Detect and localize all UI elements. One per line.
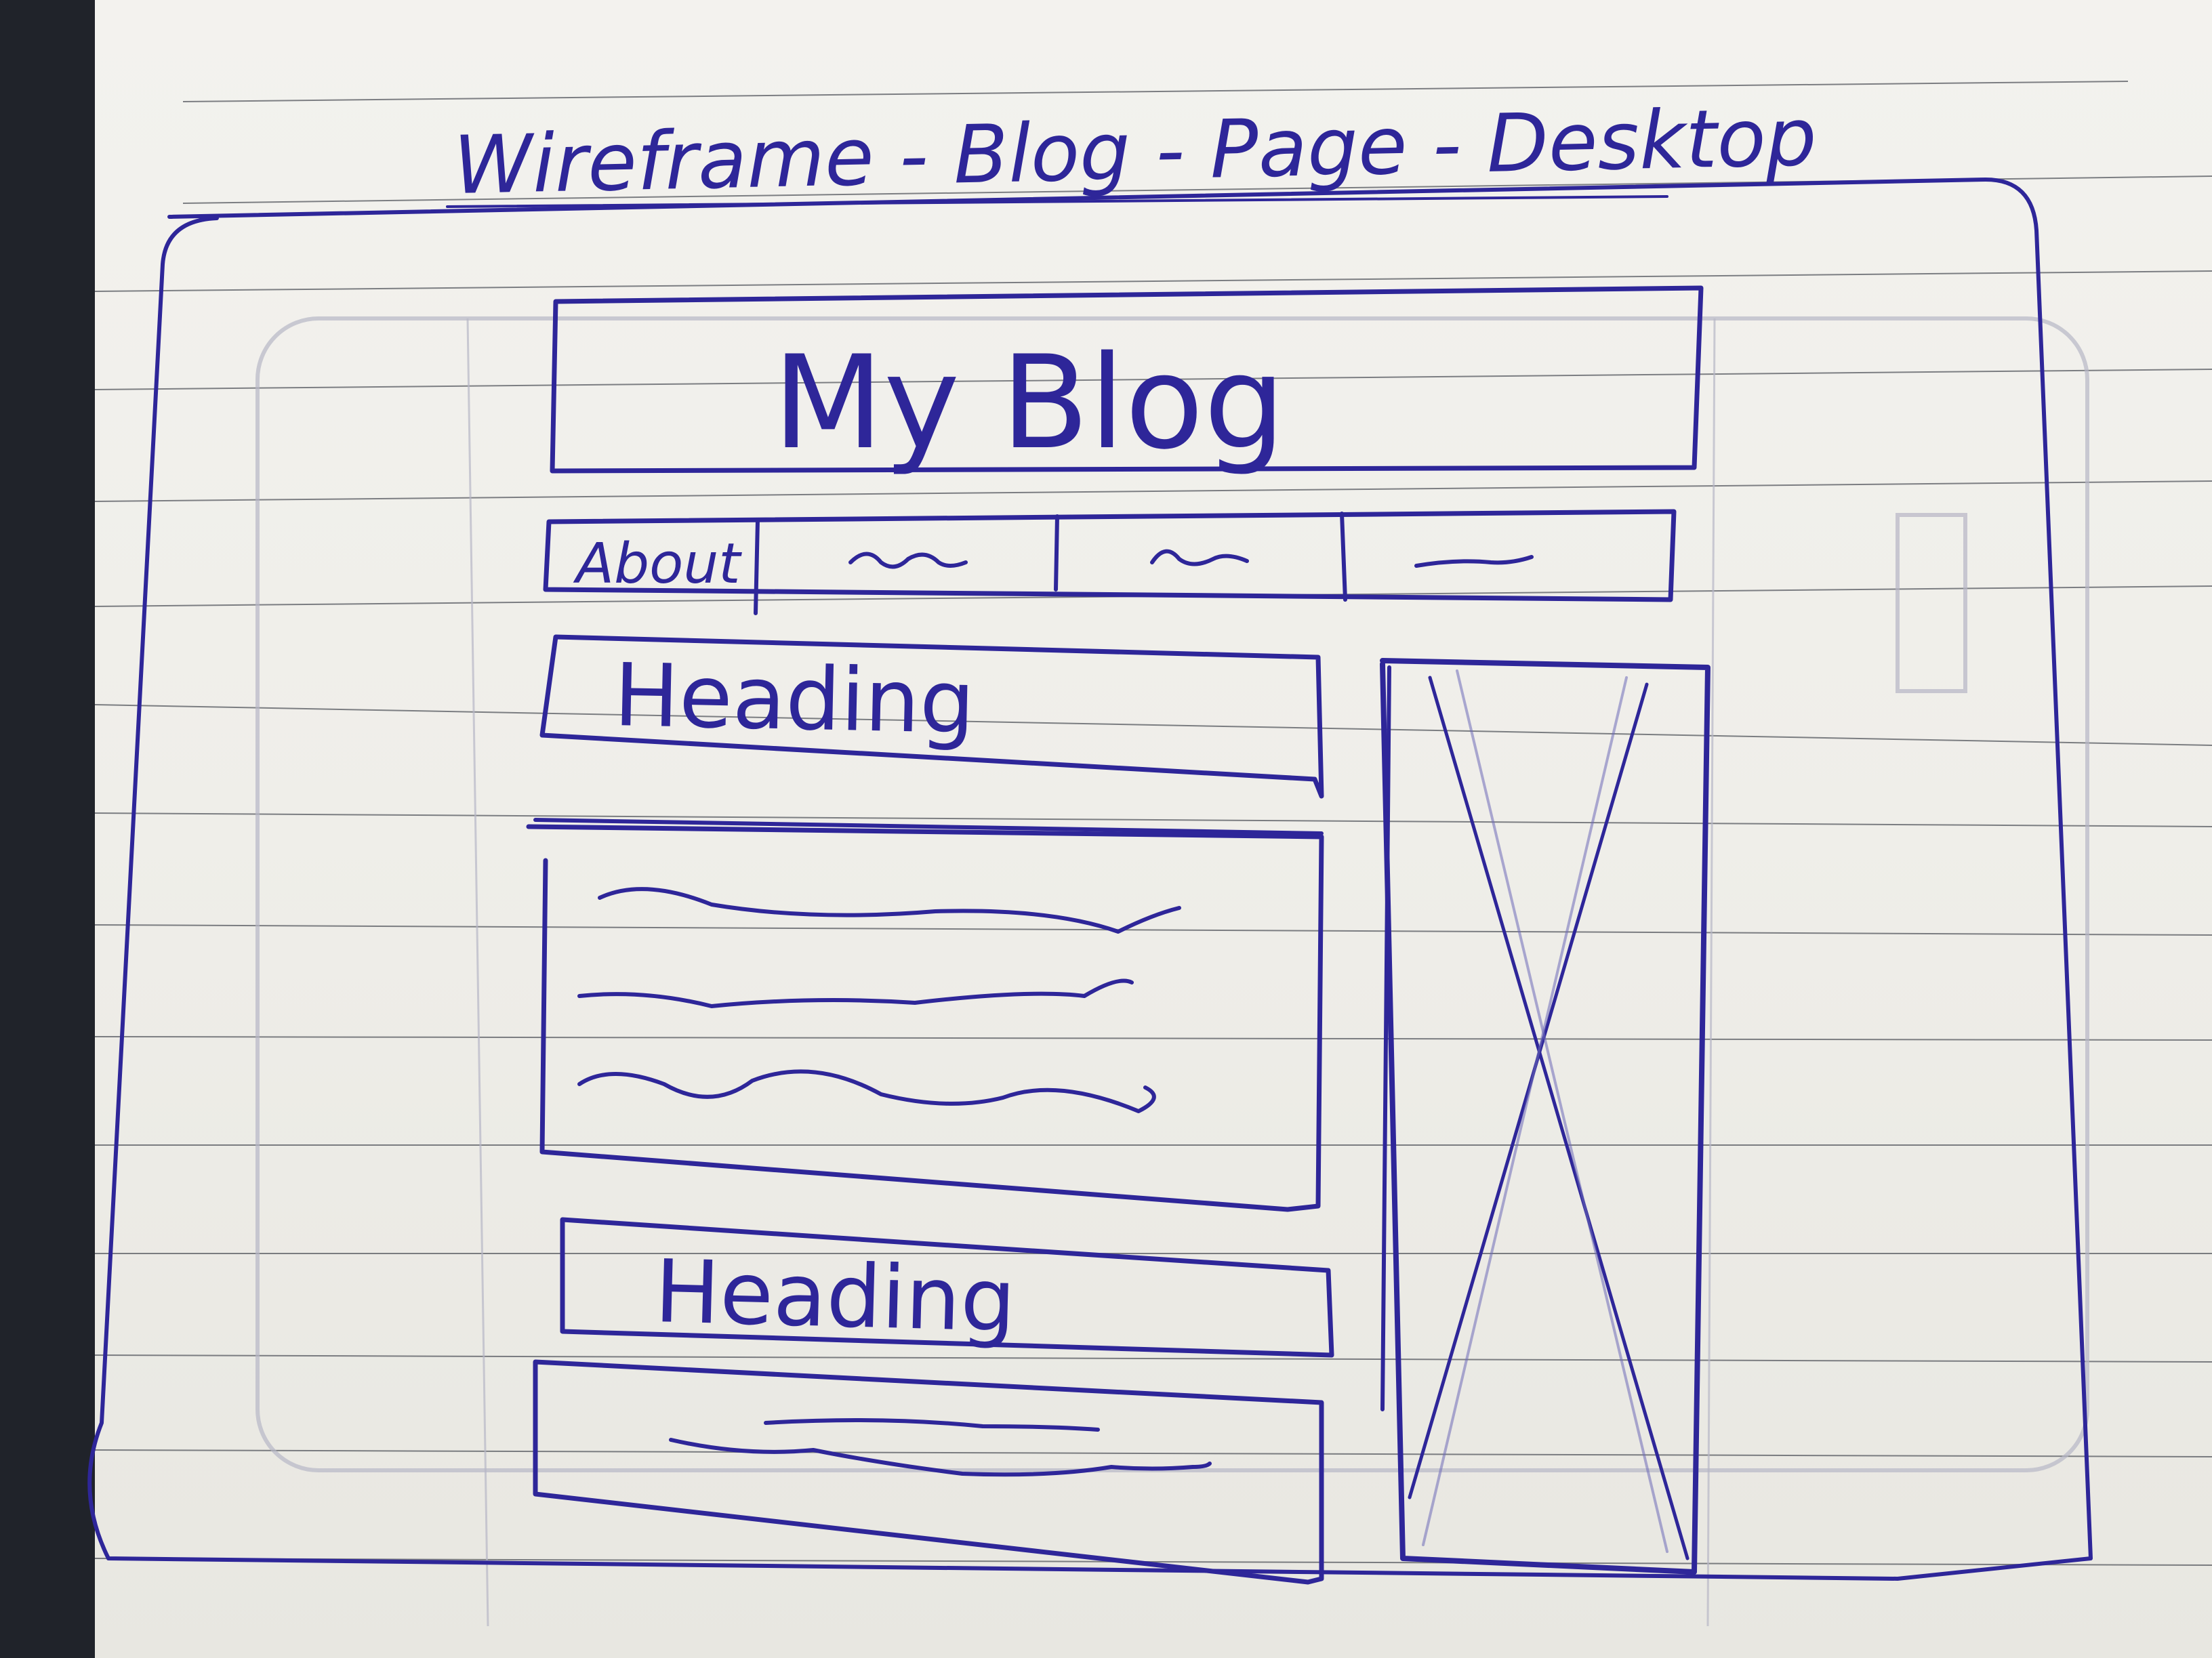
post-2-heading-box: Heading	[560, 1217, 1334, 1358]
nav-item-placeholder-3[interactable]	[1150, 549, 1249, 566]
header-banner: My Blog	[550, 285, 1704, 478]
nav-item-placeholder-2[interactable]	[848, 552, 968, 569]
post-1-body	[526, 818, 1324, 1212]
ruled-lines	[95, 81, 2212, 1566]
post-1-heading-box: Heading	[539, 634, 1324, 799]
browser-frame	[87, 178, 2093, 1581]
desk-background	[0, 0, 102, 1658]
sidebar-image-placeholder	[1380, 658, 1711, 1575]
sketch-title: Wireframe - Blog - Page - Desktop	[453, 90, 1818, 212]
post-2-body	[533, 1359, 1324, 1585]
nav-bar	[543, 509, 1677, 615]
nav-item-about[interactable]: About	[573, 532, 742, 596]
nav-item-placeholder-4[interactable]	[1414, 555, 1534, 568]
post-2-heading: Heading	[653, 1241, 1017, 1352]
header-text: My Blog	[773, 328, 1286, 478]
post-1-heading: Heading	[613, 645, 976, 753]
